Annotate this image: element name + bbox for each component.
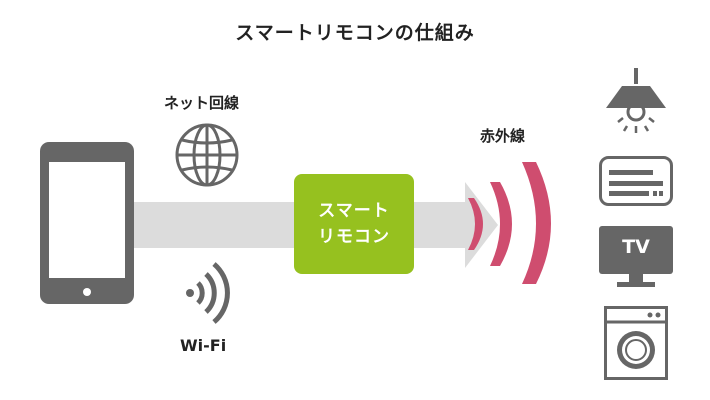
internet-label: ネット回線 [164,94,240,112]
hub-label-line1: スマート [318,200,390,221]
wifi-icon [186,262,230,324]
infrared-waves-icon [468,162,551,284]
tv-label: TV [622,236,650,258]
ceiling-light-icon [606,68,666,133]
smartphone-icon [40,142,134,304]
infrared-label: 赤外線 [480,127,526,145]
diagram-title: スマートリモコンの仕組み [235,22,475,44]
globe-icon [175,123,239,187]
washing-machine-icon [604,306,668,380]
tv-icon [599,226,673,287]
hub-label-line2: リモコン [318,227,390,247]
smart-remote-box: スマート リモコン [294,174,414,274]
wifi-label: Wi-Fi [180,336,227,355]
air-conditioner-icon [599,156,673,206]
